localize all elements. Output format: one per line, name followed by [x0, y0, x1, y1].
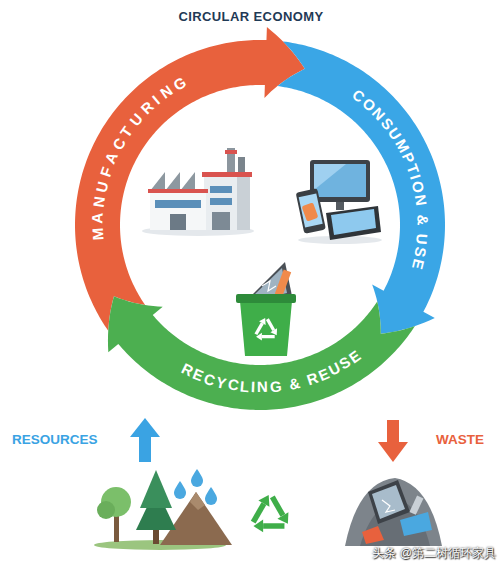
debris	[362, 526, 384, 544]
label-letter: M	[88, 228, 107, 242]
band-shape	[74, 26, 306, 332]
tree-trunk	[153, 528, 159, 544]
factory-wall	[150, 191, 206, 230]
factory-side	[237, 176, 250, 230]
tablet-screen	[331, 209, 376, 235]
devices-icon	[296, 160, 382, 244]
sawtooth-roof	[150, 172, 206, 191]
flow-label: RESOURCES	[12, 432, 98, 447]
window-strip	[210, 186, 232, 193]
recycle-symbol	[251, 318, 277, 345]
roof-edge	[148, 189, 208, 193]
arrow-head	[378, 442, 408, 462]
tablet-frame	[326, 206, 381, 240]
label-letter: C	[227, 376, 241, 396]
band-label: RECYCLING & REUSE	[106, 295, 416, 411]
waste-mound	[345, 478, 442, 546]
flow-band: RECYCLING & REUSE	[106, 295, 416, 411]
label-letter: I	[251, 378, 256, 396]
screen-glare	[314, 164, 346, 190]
arrow-band	[75, 27, 305, 331]
watermark: 头条 @第二树循环家具	[372, 545, 496, 562]
recycle-symbol	[245, 495, 288, 540]
label-letter	[413, 207, 431, 213]
factory-door	[170, 214, 186, 230]
band-label: CONSUMPTION & USE	[276, 40, 446, 335]
factory-icon	[142, 148, 254, 236]
label-letter: O	[408, 179, 428, 195]
label-letter: U	[126, 110, 147, 130]
chimney-stripe	[225, 150, 237, 154]
label-letter: U	[92, 179, 112, 194]
factory-hall	[204, 176, 250, 230]
broken-screen	[372, 485, 405, 519]
label-letter: L	[240, 377, 251, 396]
bottle	[275, 269, 291, 296]
label-letter: N	[89, 195, 108, 208]
water-drop	[174, 481, 186, 499]
label-letter: A	[88, 212, 106, 224]
bin-lid	[236, 294, 296, 303]
phone-case	[302, 202, 319, 221]
label-letter: Y	[214, 373, 228, 393]
arrow-head	[130, 418, 160, 437]
monitor-screen	[314, 164, 366, 197]
tree-crown	[97, 501, 115, 519]
monitor-stand	[336, 202, 344, 210]
nature-icon	[94, 469, 232, 550]
screen-crack	[262, 281, 276, 291]
debris	[409, 496, 423, 515]
label-letter: G	[170, 73, 189, 94]
plastic-shard	[400, 512, 432, 536]
flow-band: MANUFACTURING	[74, 26, 306, 332]
band-label: MANUFACTURING	[74, 26, 306, 332]
flow-label: WASTE	[436, 432, 484, 447]
broken-monitor	[368, 480, 410, 524]
diagram-title: CIRCULAR ECONOMY	[0, 9, 502, 24]
label-letter: A	[101, 150, 122, 167]
monitor-frame	[310, 160, 370, 202]
label-letter: G	[269, 377, 282, 396]
window-strip	[155, 200, 201, 208]
phone	[296, 188, 326, 234]
label-letter: N	[257, 378, 268, 396]
factory-door	[212, 212, 230, 230]
resources-arrow	[130, 418, 160, 462]
window-strip	[210, 198, 232, 205]
label-letter: F	[96, 165, 116, 180]
water-drop	[205, 487, 217, 505]
label-letter: N	[411, 193, 430, 206]
label-letter: U	[412, 233, 431, 245]
screen-crack	[382, 500, 395, 512]
flow-band: CONSUMPTION & USE	[276, 40, 446, 335]
arrow-band	[108, 296, 415, 410]
label-letter	[413, 227, 431, 232]
water-drop	[191, 469, 203, 487]
recycle-bin-icon	[236, 262, 296, 356]
phone-screen	[299, 194, 323, 228]
label-letter: E	[408, 257, 428, 271]
arrow-band	[277, 41, 445, 333]
rock-mound	[160, 492, 232, 545]
arrow-shaft	[139, 435, 151, 462]
label-letter: S	[411, 245, 430, 258]
label-letter: &	[287, 374, 301, 394]
pine-tree	[140, 470, 172, 508]
bin-body	[240, 301, 292, 356]
arrow-shaft	[387, 420, 399, 444]
phone-frame	[296, 188, 326, 234]
waste-pile-icon	[345, 478, 442, 546]
waste-arrow	[378, 420, 408, 462]
label-letter: &	[413, 214, 431, 225]
rock-highlight	[190, 492, 205, 510]
roof-edge	[202, 172, 252, 177]
